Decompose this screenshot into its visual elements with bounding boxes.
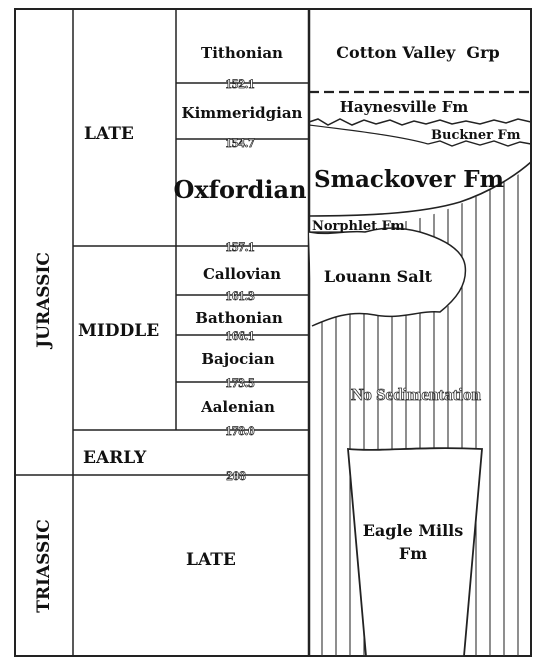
- age-152-1: 152.1: [225, 76, 254, 91]
- buckner-base-wavy: [427, 140, 532, 147]
- formation-buckner: Buckner Fm: [431, 128, 521, 143]
- stage-aalenian: Aalenian: [200, 398, 275, 416]
- formation-louann-salt: Louann Salt: [324, 267, 433, 286]
- formation-cotton-valley: Cotton Valley Grp: [336, 43, 499, 62]
- louann-salt-outline: [308, 227, 467, 327]
- age-166-1: 166.1: [225, 328, 254, 343]
- formation-norphlet: Norphlet Fm: [312, 219, 405, 234]
- age-173-5: 173.5: [225, 375, 255, 390]
- stage-kimmeridgian: Kimmeridgian: [182, 104, 303, 122]
- haynesville-base-wavy: [308, 118, 532, 126]
- age-157-1: 157.1: [225, 239, 254, 254]
- stage-bajocian: Bajocian: [201, 350, 274, 368]
- epoch-early-jurassic: EARLY: [83, 448, 147, 468]
- system-jurassic: JURASSIC: [34, 252, 54, 350]
- age-154-7: 154.7: [225, 135, 255, 150]
- stage-tithonian: Tithonian: [201, 44, 283, 62]
- eagle-mills-body: [347, 447, 483, 657]
- epoch-late-jurassic: LATE: [84, 124, 134, 144]
- stage-callovian: Callovian: [203, 265, 281, 283]
- formation-haynesville: Haynesville Fm: [340, 98, 469, 116]
- chart-frame: [14, 8, 532, 657]
- stage-oxfordian: Oxfordian: [173, 175, 306, 204]
- age-161-3: 161.3: [225, 288, 255, 303]
- age-178-0: 178.0: [225, 423, 254, 438]
- smackover-base-line: [308, 161, 532, 217]
- epoch-late-triassic: LATE: [186, 550, 236, 570]
- buckner-wedge: [308, 124, 429, 145]
- system-triassic: TRIASSIC: [34, 519, 54, 613]
- formation-eagle-mills-line2: Fm: [399, 544, 427, 563]
- stage-bathonian: Bathonian: [195, 309, 283, 327]
- age-208: 208: [226, 468, 246, 483]
- label-no-sedimentation: No Sedimentation: [351, 385, 481, 404]
- formation-smackover: Smackover Fm: [314, 166, 504, 193]
- formation-eagle-mills-line1: Eagle Mills: [363, 521, 464, 540]
- epoch-middle-jurassic: MIDDLE: [78, 321, 159, 341]
